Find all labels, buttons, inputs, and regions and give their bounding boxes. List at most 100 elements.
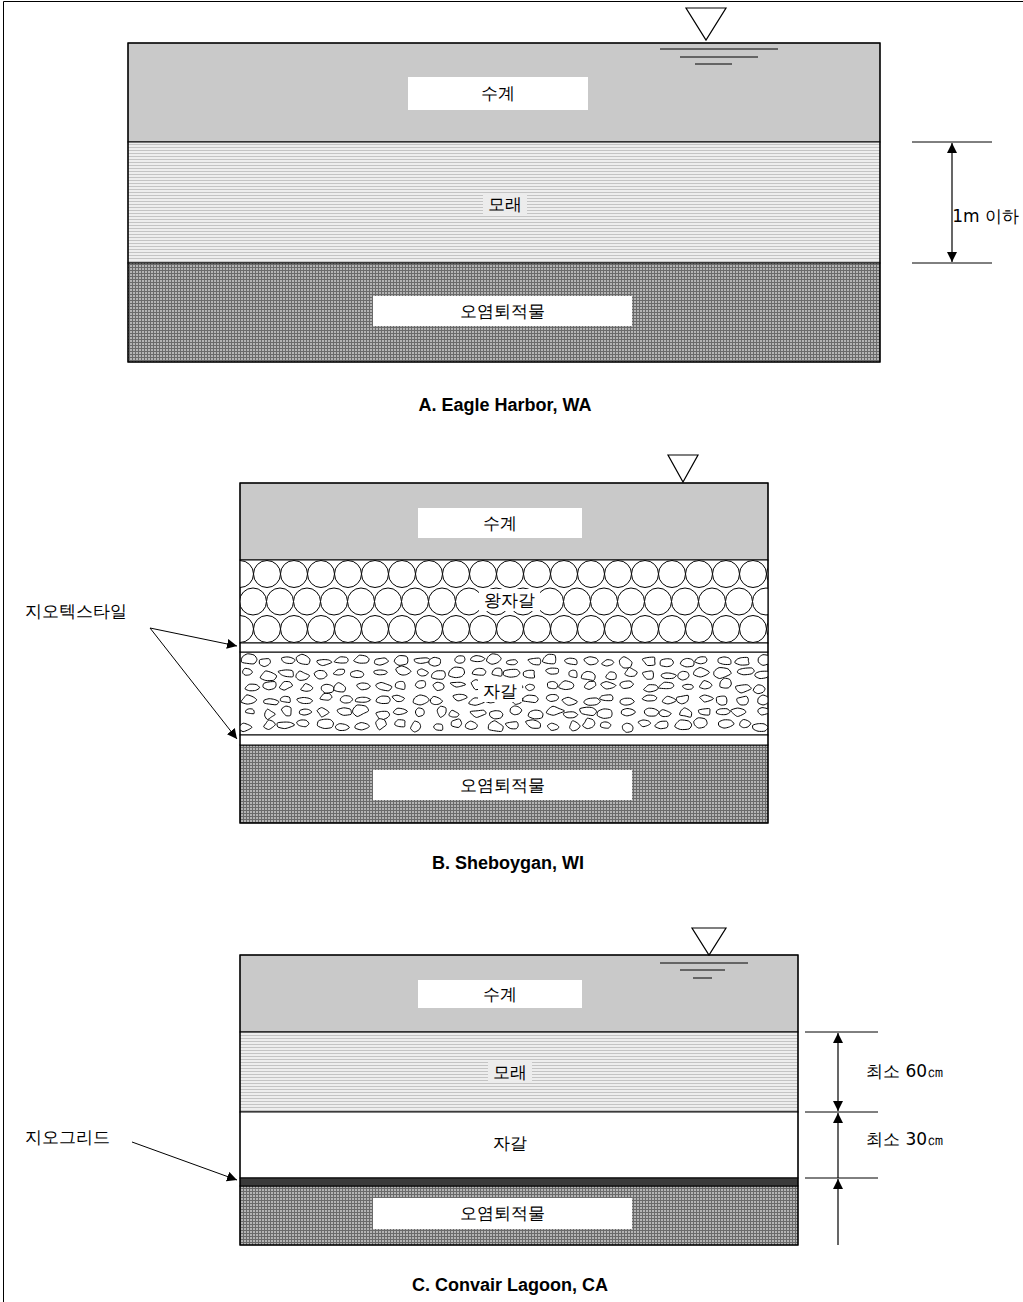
dimension-label: 최소 60㎝	[866, 1061, 944, 1081]
gravel-stone	[264, 720, 276, 729]
dimension-arrow	[837, 1179, 838, 1245]
callout-label: 지오텍스타일	[25, 601, 127, 621]
layer-fill	[240, 1186, 798, 1245]
gravel-stone	[583, 718, 595, 728]
panel-title: A. Eagle Harbor, WA	[418, 395, 591, 417]
layer-band: 수계	[128, 43, 880, 142]
cobble	[294, 588, 321, 615]
gravel-stone	[417, 669, 428, 676]
gravel-stone	[661, 673, 676, 679]
gravel-stone	[296, 654, 310, 664]
gravel-stone	[486, 654, 501, 664]
gravel-stone	[455, 656, 465, 663]
gravel-stone	[758, 655, 768, 666]
gravel-stone	[602, 660, 614, 666]
cobble	[578, 561, 605, 588]
geosynthetic-layer	[240, 735, 768, 745]
cobble	[578, 616, 605, 643]
cobble	[497, 561, 524, 588]
cobble	[335, 561, 362, 588]
cobble	[254, 561, 281, 588]
gravel-stone	[662, 696, 676, 704]
dimension-arrow	[837, 1033, 838, 1111]
gravel-stone	[569, 670, 577, 677]
gravel-stone	[565, 658, 577, 664]
gravel-stone	[395, 681, 405, 689]
cobble	[605, 616, 632, 643]
gravel-stone	[396, 666, 411, 675]
water-surface-line	[693, 978, 712, 979]
cobble	[726, 588, 753, 615]
cobble	[524, 561, 551, 588]
gravel-stone	[528, 710, 543, 719]
layer-fill	[240, 745, 768, 823]
gravel-stone	[714, 668, 731, 679]
layer-fill	[240, 955, 798, 1032]
cobble	[362, 616, 389, 643]
gravel-stone	[642, 695, 657, 701]
cobble	[402, 588, 429, 615]
gravel-stone	[415, 681, 425, 689]
layer-label: 자갈	[478, 680, 522, 702]
layer-fill	[128, 263, 880, 362]
dimension-tick	[805, 1178, 878, 1179]
cobble	[740, 561, 767, 588]
cobble	[308, 616, 335, 643]
gravel-stone	[698, 709, 710, 716]
layer-fill	[240, 1032, 798, 1112]
geosynthetic-layer	[240, 643, 768, 652]
page-frame	[4, 2, 1023, 1302]
cobble	[497, 616, 524, 643]
gravel-stone	[528, 658, 541, 665]
gravel-stone	[465, 721, 477, 729]
gravel-stone	[353, 705, 369, 717]
cobble	[375, 588, 402, 615]
gravel-stone	[278, 670, 293, 677]
cobble	[416, 561, 443, 588]
gravel-stone	[488, 721, 503, 732]
layer-label: 수계	[418, 508, 582, 538]
gravel-stone	[314, 670, 327, 679]
gravel-stone	[245, 709, 254, 714]
gravel-stone	[337, 708, 351, 715]
gravel-stone	[297, 697, 313, 703]
gravel-stone	[731, 708, 746, 716]
gravel-stone	[376, 696, 390, 703]
gravel-stone	[317, 660, 332, 666]
panel-title: B. Sheboygan, WI	[432, 853, 584, 875]
gravel-stone	[737, 668, 754, 675]
cobble	[416, 616, 443, 643]
cobble	[537, 588, 564, 615]
gravel-stone	[437, 706, 446, 717]
layer-label: 오염퇴적물	[373, 296, 632, 326]
cobble	[389, 616, 416, 643]
gravel-stone	[241, 654, 257, 664]
layer-label: 수계	[418, 980, 582, 1008]
gravel-stone	[282, 657, 296, 664]
layer-band: 오염퇴적물	[240, 1186, 798, 1245]
gravel-stone	[355, 723, 370, 730]
section-outline	[240, 955, 798, 1245]
layer-label: 자갈	[488, 1132, 532, 1154]
cobble	[240, 588, 267, 615]
gravel-stone	[737, 696, 749, 705]
gravel-stone	[354, 655, 369, 663]
gravel-stone	[676, 695, 688, 704]
cobble	[659, 561, 686, 588]
leader-line	[150, 628, 237, 739]
gravel-stone	[510, 706, 522, 715]
gravel-stone	[279, 681, 292, 690]
layer-band: 자갈	[240, 652, 768, 735]
gravel-stone	[638, 720, 650, 727]
layer-label: 왕자갈	[479, 589, 540, 611]
gravel-stone	[735, 657, 749, 665]
cobble	[686, 616, 713, 643]
gravel-stone	[296, 671, 310, 680]
gravel-stone	[736, 685, 752, 693]
gravel-stone	[570, 721, 580, 731]
cobble	[605, 561, 632, 588]
gravel-stone	[600, 695, 613, 701]
gravel-stone	[411, 721, 421, 732]
cobble	[348, 588, 375, 615]
cobble	[429, 588, 456, 615]
